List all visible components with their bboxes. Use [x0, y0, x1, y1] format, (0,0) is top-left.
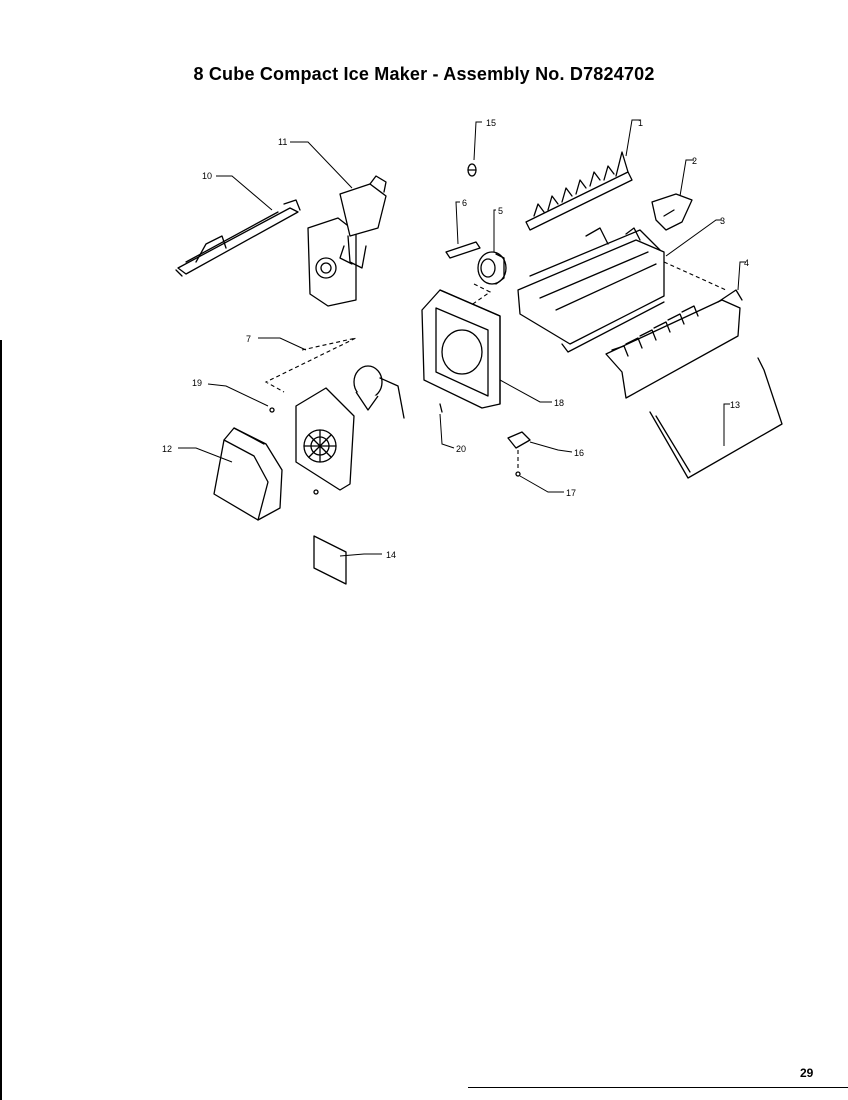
leader-5	[493, 209, 496, 252]
leader-18	[499, 379, 552, 403]
part-13-shutoff-arm	[649, 357, 783, 479]
part-5-motor	[477, 251, 507, 285]
part-2-bracket	[651, 193, 693, 231]
callout-4: 4	[744, 258, 749, 268]
part-4-stripper	[605, 289, 743, 399]
part-6-spacer	[445, 241, 481, 259]
callout-15: 15	[486, 118, 496, 128]
part-11-water-valve	[307, 175, 387, 307]
leader-10	[216, 175, 273, 211]
callout-2: 2	[692, 156, 697, 166]
leader-14	[339, 553, 382, 557]
leader-16	[529, 441, 573, 453]
leader-11	[290, 141, 353, 189]
callout-12: 12	[162, 444, 172, 454]
callout-18: 18	[554, 398, 564, 408]
part-7-wire	[264, 337, 357, 393]
leader-6	[455, 201, 460, 245]
scan-edge-line	[0, 340, 2, 1100]
part-20-screw	[439, 403, 443, 413]
callout-5: 5	[498, 206, 503, 216]
part-17-screw	[515, 471, 521, 477]
leader-12	[178, 447, 233, 463]
part-16-small-bracket	[507, 431, 531, 449]
part-14-label	[313, 535, 347, 585]
leader-4	[737, 261, 746, 291]
callout-7: 7	[246, 334, 251, 344]
callout-20: 20	[456, 444, 466, 454]
part-10-wire-harness	[175, 199, 301, 277]
part-19-screw	[269, 407, 275, 413]
page-title: 8 Cube Compact Ice Maker - Assembly No. …	[193, 64, 655, 84]
leader-2	[679, 159, 694, 197]
leader-20	[439, 413, 455, 449]
callout-17: 17	[566, 488, 576, 498]
leader-1	[625, 119, 640, 157]
part-18-housing	[421, 289, 501, 409]
leader-13	[723, 403, 730, 446]
assembly-line-5	[469, 283, 492, 307]
callout-1: 1	[638, 118, 643, 128]
leader-17	[519, 475, 564, 493]
leader-3	[665, 219, 722, 257]
callout-3: 3	[720, 216, 725, 226]
footer-rule	[468, 1087, 848, 1088]
leader-15	[473, 121, 482, 161]
leader-19	[207, 383, 269, 407]
callout-10: 10	[202, 171, 212, 181]
part-12-cover	[213, 427, 283, 521]
callout-16: 16	[574, 448, 584, 458]
assembly-line-3	[663, 261, 727, 291]
part-front-plate	[295, 387, 355, 495]
callout-19: 19	[192, 378, 202, 388]
page-number: 29	[800, 1066, 814, 1080]
part-motor-cam-assembly	[353, 365, 405, 419]
part-15-fastener	[467, 163, 477, 177]
callout-13: 13	[730, 400, 740, 410]
callout-11: 11	[278, 137, 287, 147]
part-3-mold	[517, 227, 665, 353]
callout-6: 6	[462, 198, 467, 208]
leader-7	[258, 337, 307, 351]
callout-14: 14	[386, 550, 396, 560]
part-1-ejector	[525, 151, 633, 231]
